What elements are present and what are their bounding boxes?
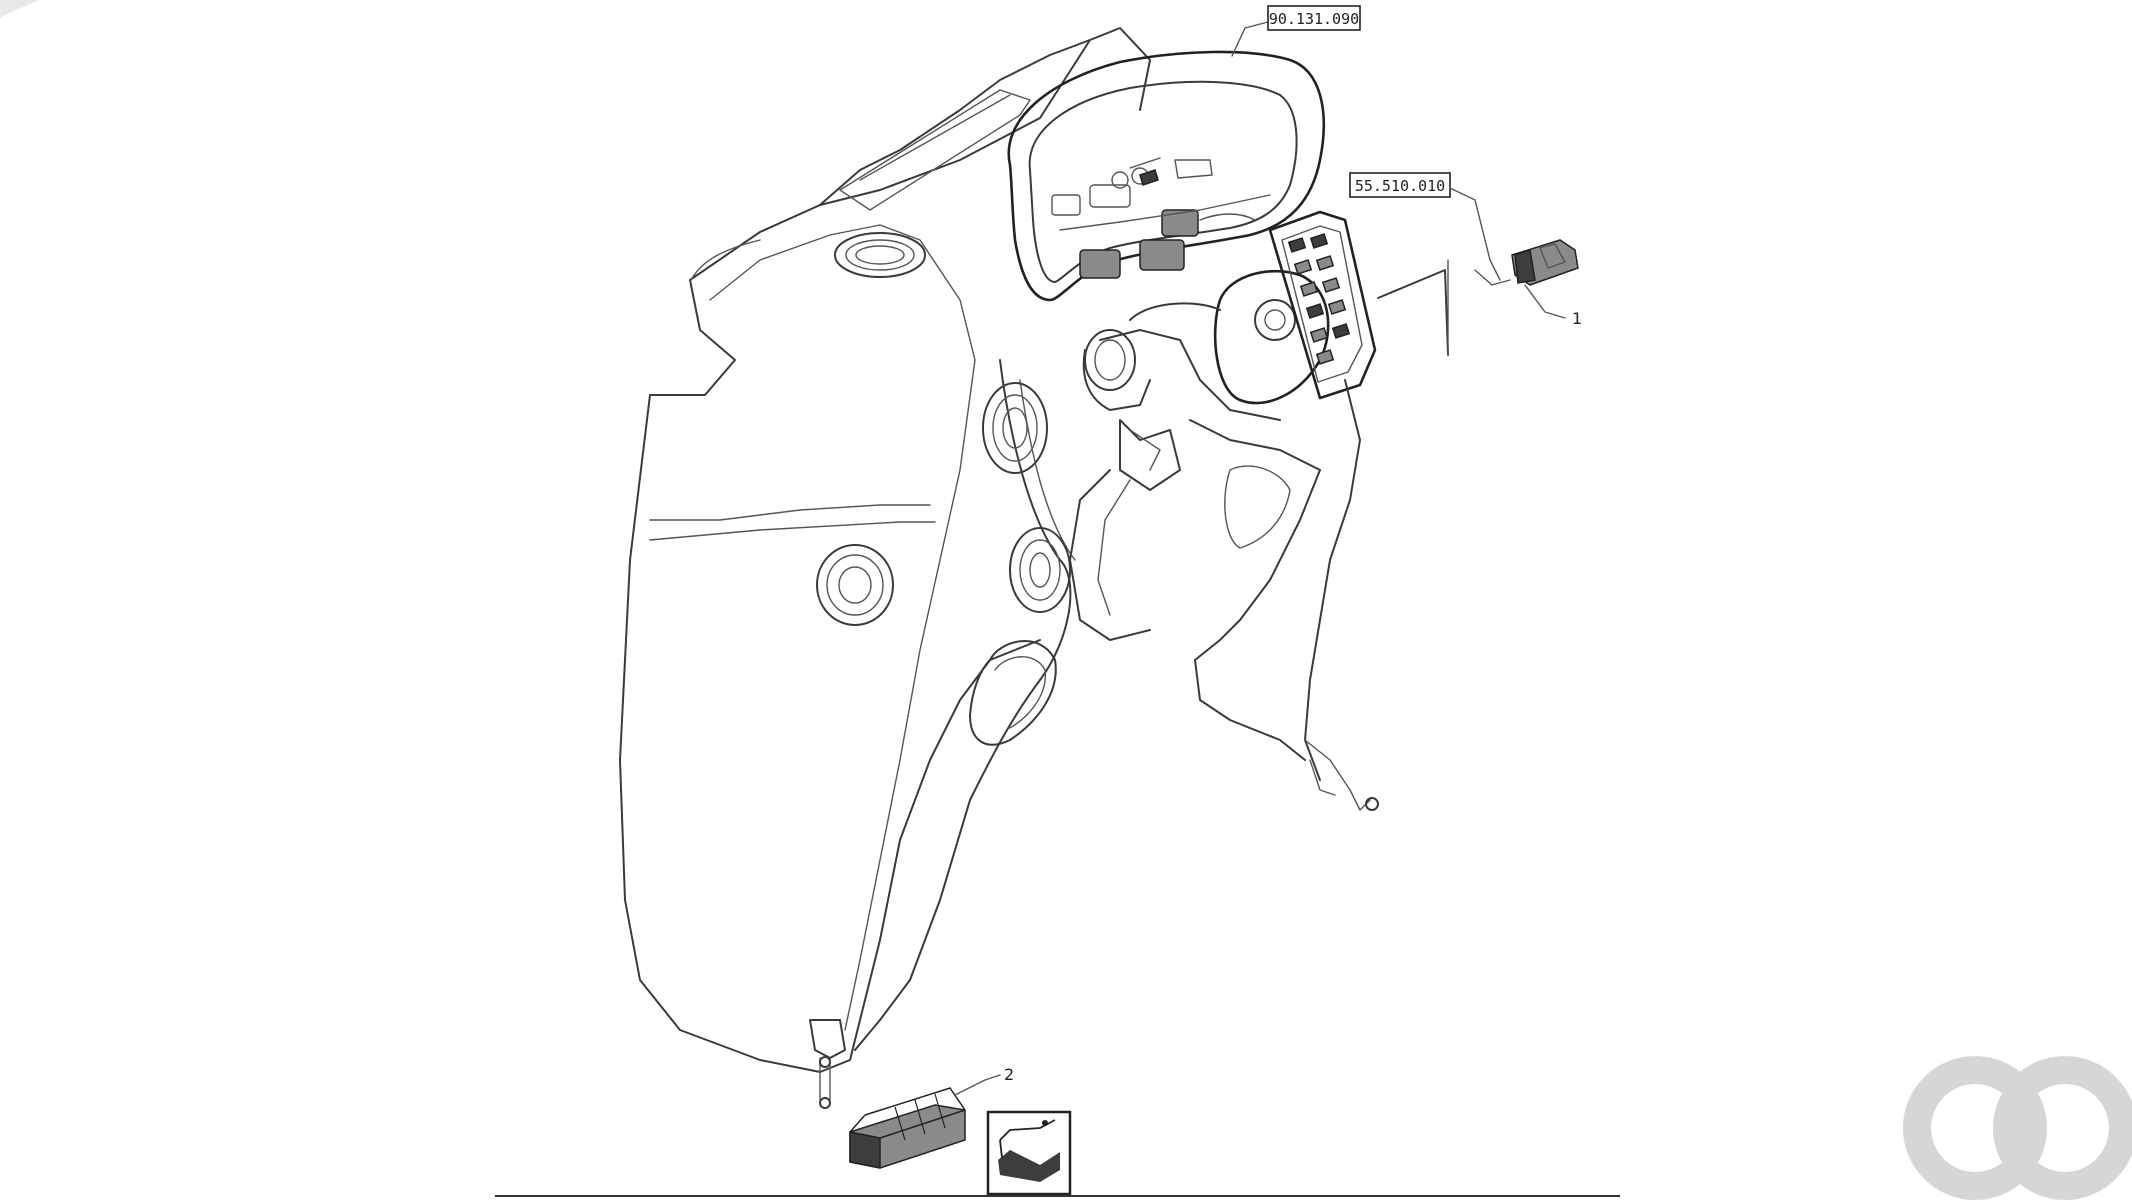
compartment-thumbnail-icon bbox=[986, 1110, 1072, 1196]
box-connector-icon: 2 bbox=[849, 1065, 1014, 1169]
dashboard-console-drawing bbox=[619, 27, 1379, 1109]
item-number-1: 1 bbox=[1572, 309, 1582, 328]
switch-panel bbox=[1268, 210, 1377, 400]
air-vent-icon bbox=[816, 544, 894, 626]
item-number-2: 2 bbox=[1004, 1065, 1014, 1084]
reference-callout-top: 90.131.090 bbox=[1231, 5, 1361, 57]
air-vent-icon bbox=[1009, 527, 1071, 613]
air-vent-icon bbox=[834, 232, 926, 278]
corner-shadow bbox=[0, 0, 40, 18]
ref-label-90-131-090: 90.131.090 bbox=[1269, 10, 1359, 28]
reference-callout-right: 55.510.010 bbox=[1349, 172, 1511, 356]
switch-module-icon: 1 bbox=[1511, 239, 1582, 328]
air-vent-icon bbox=[982, 382, 1048, 474]
ref-label-55-510-010: 55.510.010 bbox=[1355, 177, 1445, 195]
cluster-gauges bbox=[1051, 157, 1271, 279]
brand-watermark-logo bbox=[1903, 1056, 2132, 1200]
